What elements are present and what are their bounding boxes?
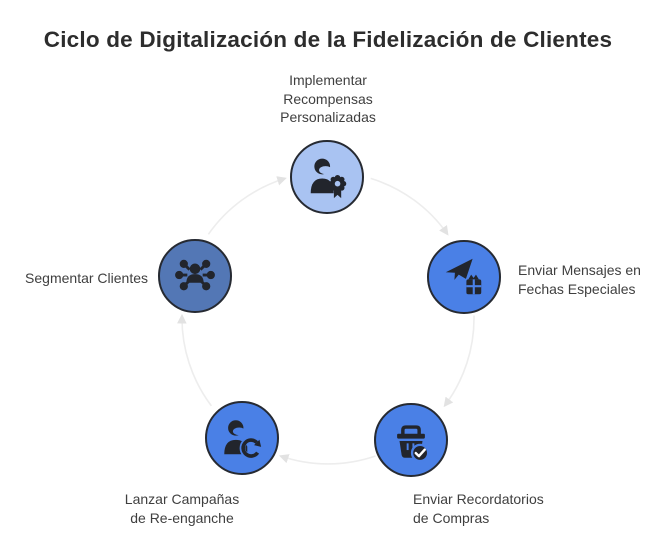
node-enviar-mensajes [427, 240, 501, 314]
node-label-enviar-mensajes: Enviar Mensajes en Fechas Especiales [518, 261, 641, 298]
node-label-segmentar-clientes: Segmentar Clientes [10, 269, 148, 288]
label-line: Personalizadas [280, 109, 376, 125]
node-implementar-recompensas [290, 140, 364, 214]
label-line: Segmentar Clientes [25, 270, 148, 286]
node-label-enviar-recordatorios: Enviar Recordatorios de Compras [413, 490, 544, 527]
label-line: de Re-enganche [130, 509, 234, 526]
label-line: Enviar Mensajes en [518, 262, 641, 278]
cycle-arrow-bottom-right-to-bottom-left [278, 454, 376, 465]
node-lanzar-campanas [205, 401, 279, 475]
user-award-icon [310, 158, 347, 199]
label-line: Lanzar Campañas [124, 491, 240, 507]
node-label-implementar-recompensas: Implementar Recompensas Personalizadas [238, 71, 418, 127]
label-line: de Compras [413, 509, 490, 526]
label-line: Fechas Especiales [518, 280, 636, 297]
cycle-arrow-top-to-right [370, 177, 449, 236]
cycle-arrow-bottom-left-to-left [177, 313, 213, 407]
node-segmentar-clientes [158, 239, 232, 313]
user-refresh-icon [224, 420, 263, 460]
label-line: Implementar [289, 72, 367, 88]
segment-users-icon [175, 259, 215, 291]
label-line: Recompensas [283, 90, 373, 107]
gift-message-icon [445, 258, 482, 295]
label-line: Enviar Recordatorios [413, 491, 544, 507]
node-enviar-recordatorios [374, 403, 448, 477]
node-label-lanzar-campanas: Lanzar Campañas de Re-enganche [102, 490, 262, 527]
basket-check-icon [397, 425, 430, 463]
cycle-arrow-left-to-top [207, 176, 287, 235]
cycle-arrow-right-to-bottom-right [443, 315, 475, 408]
diagram-title: Ciclo de Digitalización de la Fidelizaci… [43, 27, 613, 52]
